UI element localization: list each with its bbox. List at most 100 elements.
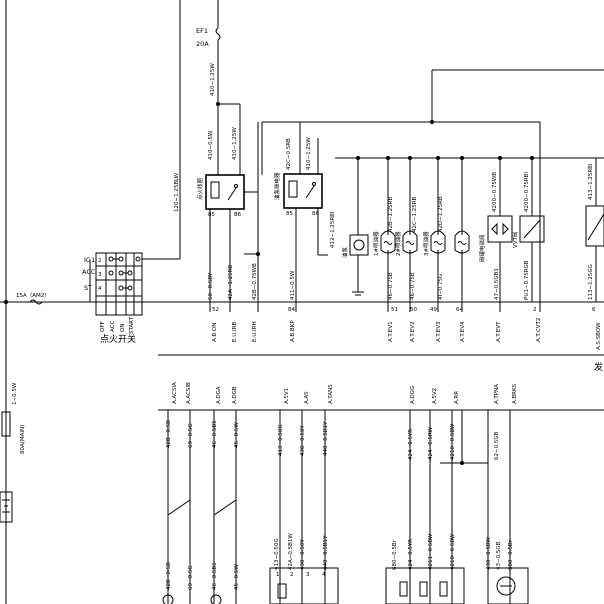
pin-number-3: 51 — [391, 307, 398, 313]
lower-bottom-wire-5: 413−0.50G — [274, 538, 280, 570]
ignition-pin-3: 3 — [98, 272, 102, 278]
injector-3-label: 3#喷油器 — [422, 231, 430, 256]
top-wire-5: 42C−0.5RB — [286, 138, 292, 170]
top-wire-8: 42B−1.25RB — [388, 197, 394, 232]
ef1-fuse-name: EF1 — [196, 27, 208, 35]
lower-top-wire-9: 424−0.5RW — [428, 427, 434, 460]
fuel-pump-relay-pin-86: 86 — [312, 211, 319, 217]
pin-number-5: 49 — [430, 307, 437, 313]
connector-pin-1: 1 — [276, 572, 280, 578]
pin-number-8: 6 — [592, 307, 596, 313]
top-wire-6: 410−1.25W — [306, 137, 312, 170]
right-sensor — [585, 158, 604, 302]
main-fuse: 80A(MAIN) 1−0.5W — [1, 372, 26, 470]
evap-solenoid: 碳罐电磁阀 — [478, 158, 513, 302]
lower-pin-7: A.TANS — [328, 384, 334, 404]
battery-icon — [0, 491, 13, 523]
lower-top-wire-10: 4210−0.5BW — [450, 423, 456, 460]
top-wire-2: 410−0.5W — [208, 130, 214, 160]
lower-bottom-wire-11: 4211−0.5BW — [428, 533, 434, 570]
lower-pin-3: A.DGA — [216, 386, 222, 404]
fuel-pump-label: 油泵 — [341, 246, 349, 258]
main-relay: 点火线圈 85 86 — [196, 174, 245, 218]
pin-number-6: 64 — [456, 307, 463, 313]
ecu-pin-11: A.S.SBOW — [596, 322, 602, 350]
lower-top-wire-6: 430−0.50Y — [300, 425, 306, 456]
connector-pin-3: 3 — [306, 572, 310, 578]
lower-top-wire-5: 413−0.50G — [278, 424, 284, 456]
vvt-valve: VVT阀 — [511, 158, 545, 302]
lower-bottom-wire-6: 42A−0.5B1W — [288, 533, 294, 570]
fuel-pump-relay: 油泵继电器 85 86 — [261, 121, 420, 256]
sensor-left-pair — [162, 594, 222, 604]
ignition-pin-2: 2 — [98, 258, 102, 264]
ecu-pin-1: A.B.ON — [212, 323, 218, 342]
main-relay-pin-86: 86 — [234, 212, 241, 218]
mid-wire-3: 42B−0.75WB — [252, 263, 258, 300]
ecu-pin-3: E.U.IRH — [252, 321, 258, 342]
ignition-pos-acc: ACC — [110, 320, 116, 332]
injector-3: 3#喷油器 — [422, 158, 446, 302]
pin-number-1: 52 — [212, 307, 219, 313]
am2-fuse: 15A（AM2） — [6, 292, 90, 305]
ignition-switch: IG1 ACC ST 2 3 4 OFF ACC ON START 点火开关 — [82, 0, 181, 345]
ignition-pos-on: ON — [120, 324, 126, 332]
lower-pin-11: A.TPNA — [494, 384, 500, 404]
lower-pin-5: A.5V1 — [284, 388, 290, 404]
left-top-wire-label: 1−0.5W — [12, 382, 18, 405]
top-wire-7: 412−1.25RBl — [330, 211, 336, 248]
lower-top-wire-8: 424−0.5YR — [408, 429, 414, 460]
lower-bottom-wire-12: 4210−0.5BW — [450, 533, 456, 570]
lower-bottom-wire-2: 69−0.5G — [188, 565, 194, 590]
mid-wire-6: 46−0.75B — [410, 272, 416, 300]
ecu-pin-10: A.T.CVT2 — [536, 318, 542, 342]
lower-pin-8: A.DGG — [410, 386, 416, 404]
ignition-row-st: ST — [84, 284, 92, 292]
lower-bottom-wire-15: 680−0.5Br — [508, 539, 514, 570]
top-wire-4: 120−1.25BLW — [174, 172, 180, 212]
lower-top-wire-11: 62−0.5GB — [494, 431, 500, 460]
ecu-pin-4: A.B.BKP — [290, 320, 296, 342]
ecu-pin-5: A.T.EV1 — [388, 321, 394, 342]
lower-bottom-wire-3: 46−0.5B1 — [212, 562, 218, 590]
ignition-pin-4: 4 — [98, 286, 102, 292]
injector-1: 1#喷油器 — [372, 158, 396, 302]
top-wire-1: 410−1.25W — [210, 63, 216, 96]
fuel-pump-relay-label: 油泵继电器 — [273, 172, 281, 200]
lower-top-wire-3: 46−0.5B1 — [212, 420, 218, 448]
ecu-pin-2: E.U.IRB — [232, 322, 238, 342]
lower-pin-1: A.ACSIA — [172, 382, 178, 404]
lower-top-wire-4: 45−0.5W — [234, 422, 240, 448]
top-wire-10: 42D−1.25RB — [438, 196, 444, 232]
injector-2: 2#喷油器 — [394, 158, 418, 302]
ecu-pin-7: A.T.EV3 — [436, 321, 442, 342]
lower-bottom-wire-8: 440−0.5B1Y — [323, 535, 329, 570]
evap-solenoid-label: 碳罐电磁阀 — [478, 234, 486, 262]
sensor-connector-right — [487, 567, 529, 604]
top-wire-11: 4200−0.75WB — [492, 172, 498, 212]
lower-wire-group — [167, 410, 511, 604]
ecu-pin-8: A.T.EV4 — [460, 321, 466, 342]
pin-number-4: 50 — [410, 307, 417, 313]
main-relay-label: 点火线圈 — [196, 177, 204, 200]
ignition-pos-start: START — [129, 316, 135, 334]
lower-top-wire-1: 42B−0.5B — [166, 420, 172, 448]
main-relay-pin-85: 85 — [208, 212, 215, 218]
top-wire-13: 413−1.25RBl — [588, 163, 594, 200]
lower-bottom-wire-10: 424−0.5YR — [408, 539, 414, 570]
injector-4 — [454, 158, 470, 302]
injector-1-label: 1#喷油器 — [372, 231, 380, 256]
ef1-fuse-rating: 20A — [196, 40, 209, 48]
ignition-row-ig1: IG1 — [84, 256, 95, 264]
lower-bottom-wire-4: 45−0.5W — [234, 564, 240, 590]
mid-wire-10: 113−1.25GG — [588, 264, 594, 300]
mid-wire-4: 411−0.5W — [290, 270, 296, 300]
connector-pin-2: 2 — [290, 572, 294, 578]
injector-2-label: 2#喷油器 — [394, 231, 402, 256]
ecu-pin-6: A.T.EV2 — [410, 321, 416, 342]
pin-number-7: 2 — [533, 307, 537, 313]
main-fuse-label: 80A(MAIN) — [20, 425, 26, 454]
lower-pin-4: A.DGB — [232, 386, 238, 404]
partial-text: 发 — [594, 361, 603, 373]
fuel-pump: 油泵 — [341, 158, 369, 296]
